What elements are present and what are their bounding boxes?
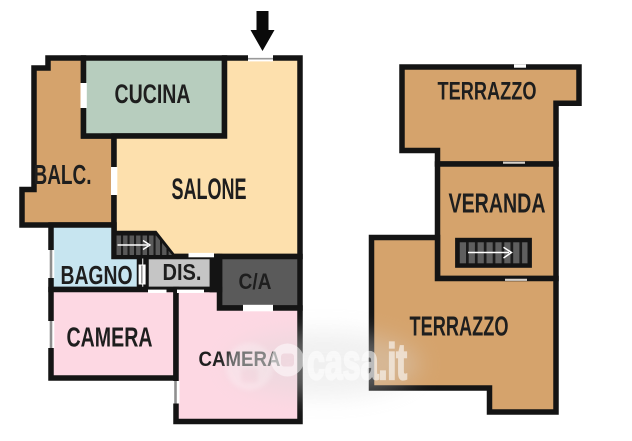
svg-text:CUCINA: CUCINA [115,79,191,109]
svg-text:C/A: C/A [239,269,272,294]
svg-text:BAGNO: BAGNO [61,262,133,290]
svg-text:SALONE: SALONE [172,173,247,206]
svg-text:VERANDA: VERANDA [449,188,546,219]
svg-text:TERRAZZO: TERRAZZO [438,78,537,106]
svg-text:BALC.: BALC. [34,159,92,190]
svg-text:DIS.: DIS. [163,259,202,285]
svg-text:TERRAZZO: TERRAZZO [410,311,509,342]
svg-text:casa.it: casa.it [307,334,407,390]
svg-text:CAMERA: CAMERA [67,322,153,353]
